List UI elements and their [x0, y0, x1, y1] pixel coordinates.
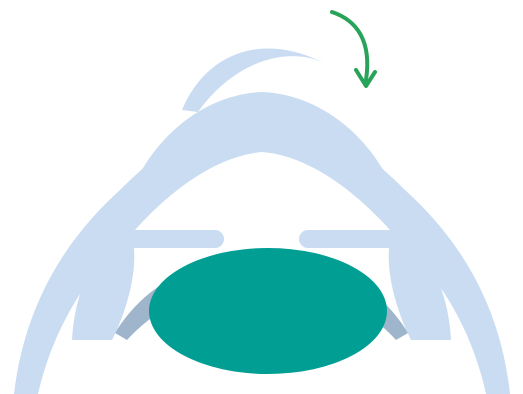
lens: [149, 248, 387, 374]
left-iris-bar: [118, 230, 224, 248]
right-iris-bar: [299, 230, 405, 248]
